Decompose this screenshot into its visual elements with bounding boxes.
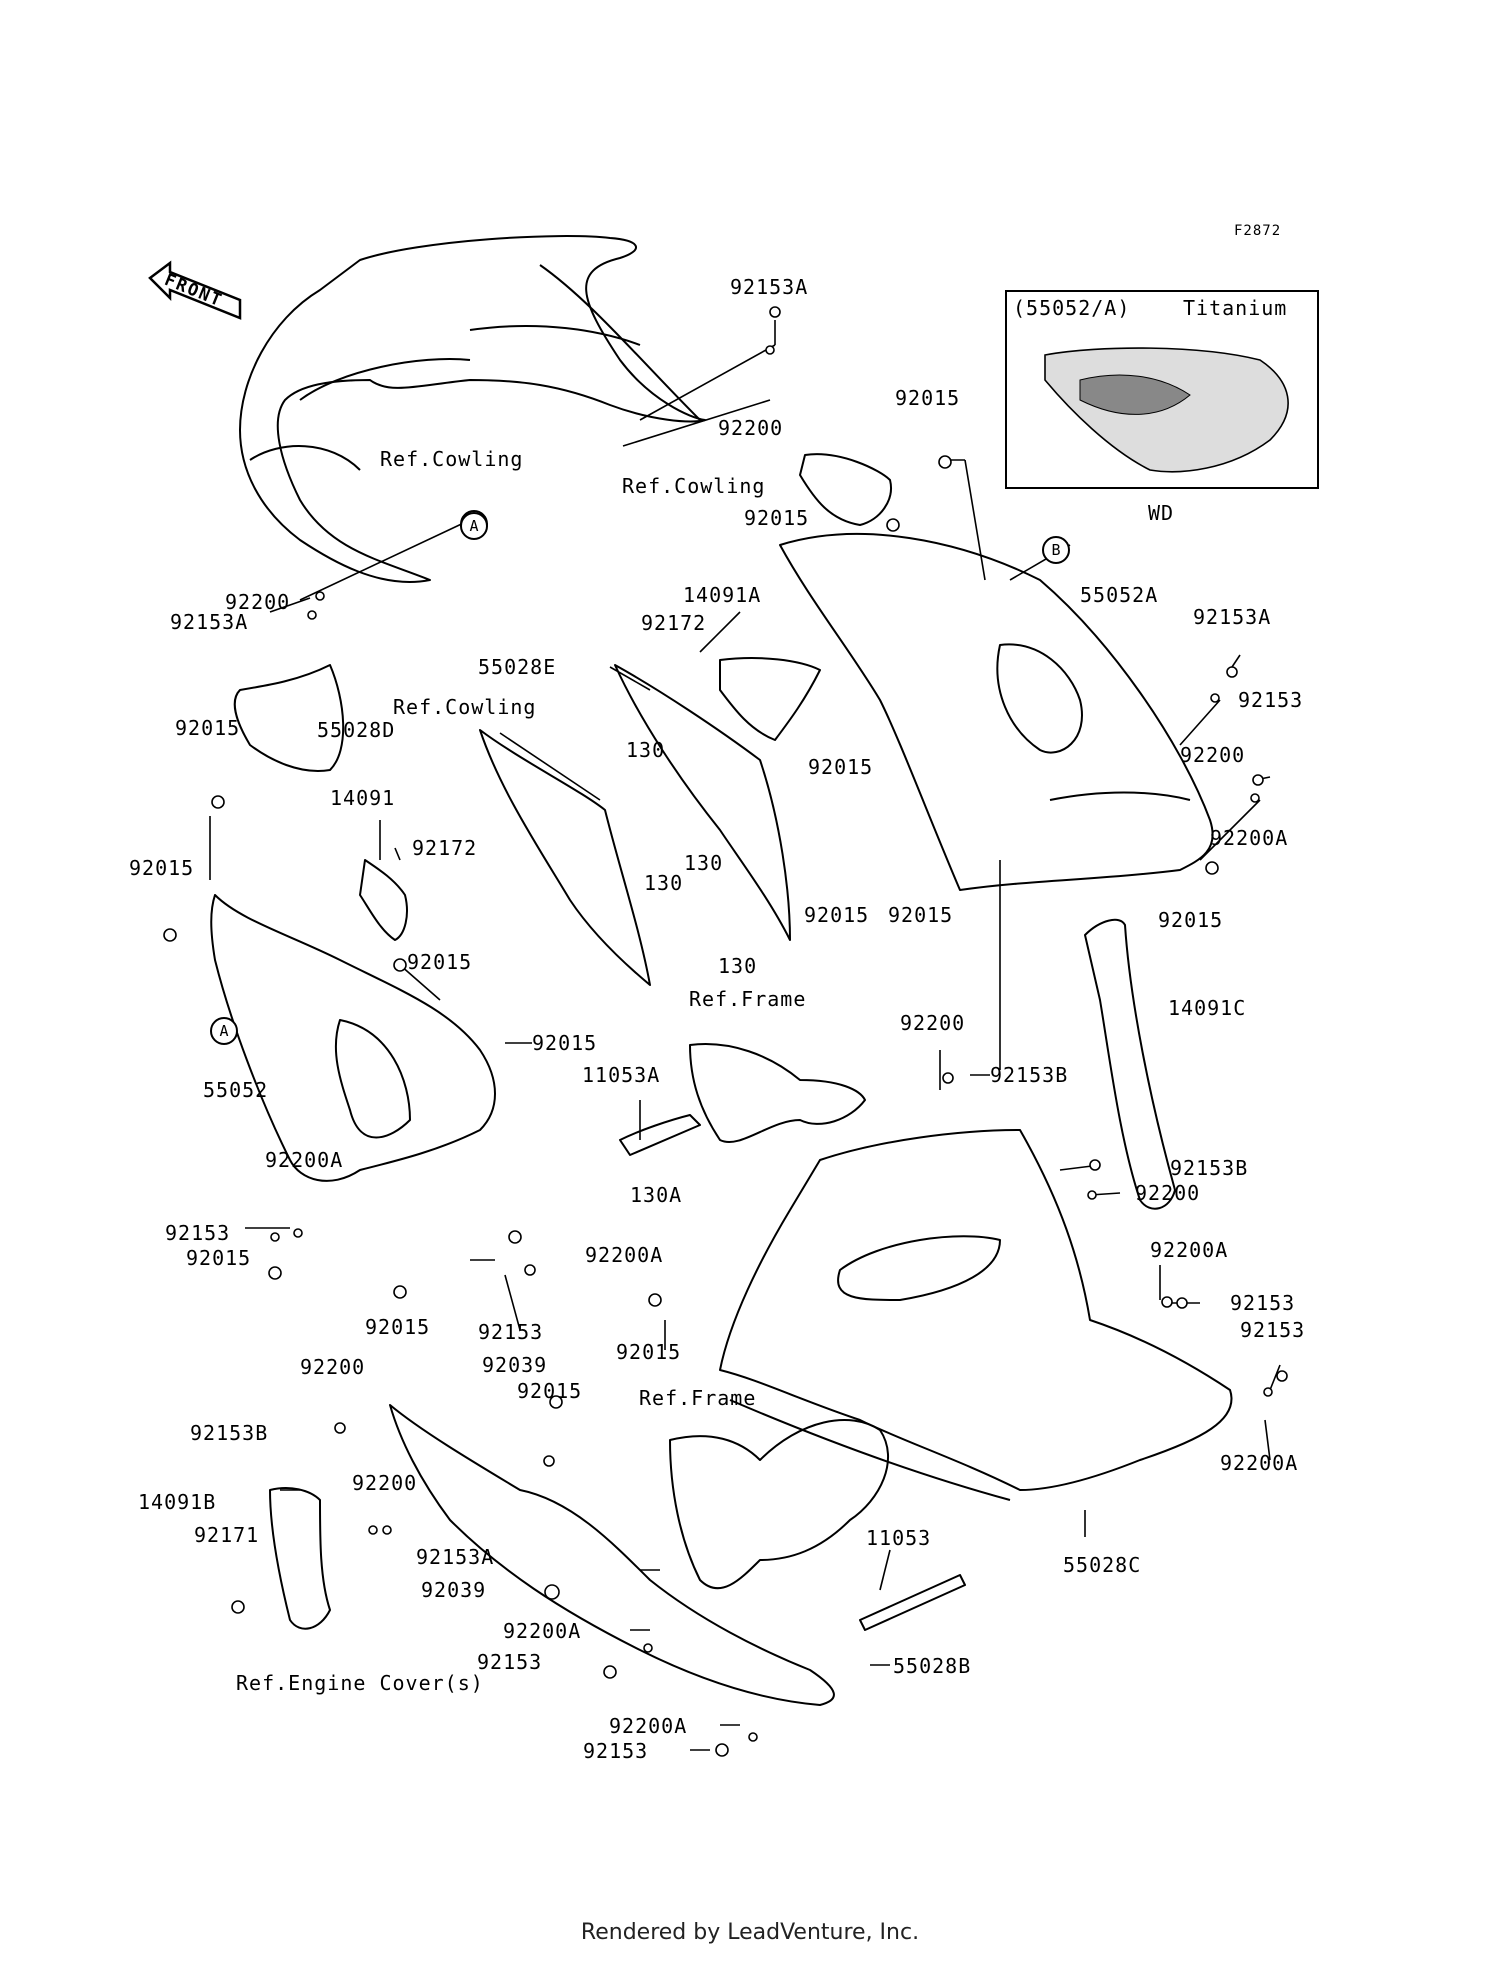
part-label: 130 — [718, 954, 758, 978]
panel-55028D — [479, 729, 651, 986]
ref-cowling-label-2: Ref.Cowling — [622, 474, 766, 498]
part-label: 92039 — [482, 1353, 548, 1377]
part-label: 92200A — [585, 1243, 664, 1267]
inner-panel-55028E — [614, 664, 791, 941]
ref-cowling-label-3: Ref.Cowling — [393, 695, 537, 719]
lower-panel-55028B — [389, 1404, 835, 1706]
part-label: 55028E — [478, 655, 557, 679]
ref-frame-label-1: Ref.Frame — [689, 987, 807, 1011]
part-label: 92015 — [186, 1246, 252, 1270]
ref-cowling-piece-right — [799, 453, 892, 526]
part-label: 92153A — [1193, 605, 1272, 629]
part-label: 92015 — [532, 1031, 598, 1055]
part-label: 92200 — [225, 590, 291, 614]
part-label: 92200 — [1135, 1181, 1201, 1205]
part-label: 14091A — [683, 583, 762, 607]
part-label: 92153 — [477, 1650, 543, 1674]
side-fairing-55052 — [210, 894, 496, 1182]
part-label: 92153A — [416, 1545, 495, 1569]
callout-b-right: B — [1042, 536, 1070, 564]
part-label: 130A — [630, 1183, 683, 1207]
bracket-14091A — [719, 657, 821, 741]
part-label: 92171 — [194, 1523, 260, 1547]
part-label: 92015 — [129, 856, 195, 880]
bracket-14091 — [359, 859, 408, 941]
part-label: 92015 — [744, 506, 810, 530]
ref-cowling-label-1: Ref.Cowling — [380, 447, 524, 471]
part-label: 92200A — [1150, 1238, 1229, 1262]
part-label: 92153 — [1240, 1318, 1306, 1342]
part-label: 14091C — [1168, 996, 1247, 1020]
figure-code: F2872 — [1234, 223, 1282, 239]
part-label: 92015 — [888, 903, 954, 927]
part-label: 92015 — [407, 950, 473, 974]
part-label: 92172 — [641, 611, 707, 635]
ref-frame-lower — [669, 1419, 890, 1590]
inset-wd-label: WD — [1148, 501, 1175, 525]
part-label: 92200A — [503, 1619, 582, 1643]
part-label: 92153B — [1170, 1156, 1249, 1180]
ref-frame-label-2: Ref.Frame — [639, 1386, 757, 1410]
bracket-14091B — [269, 1487, 331, 1630]
ref-frame-upper — [689, 1043, 866, 1143]
lower-fairing-55028C — [719, 1129, 1233, 1491]
side-fairing-55052A — [779, 532, 1214, 891]
part-label: 92015 — [895, 386, 961, 410]
front-arrow-icon — [148, 260, 242, 320]
part-label: 130 — [684, 851, 724, 875]
part-label: 92200A — [265, 1148, 344, 1172]
part-label: 92200 — [718, 416, 784, 440]
part-label: 92039 — [421, 1578, 487, 1602]
part-label: 92200A — [609, 1714, 688, 1738]
footer-credit: Rendered by LeadVenture, Inc. — [580, 1920, 920, 1945]
bracket-11053A — [619, 1114, 701, 1156]
part-label: 130 — [626, 738, 666, 762]
part-label: 92153B — [190, 1421, 269, 1445]
part-label: 92153A — [730, 275, 809, 299]
part-label: 11053A — [582, 1063, 661, 1087]
ref-engine-cover-label: Ref.Engine Cover(s) — [236, 1671, 484, 1695]
part-label: 92153 — [1230, 1291, 1296, 1315]
part-label: 92015 — [1158, 908, 1224, 932]
part-label: 55028B — [893, 1654, 972, 1678]
part-label: 92015 — [616, 1340, 682, 1364]
part-label: 55052A — [1080, 583, 1159, 607]
part-label: 92015 — [804, 903, 870, 927]
inset-top-label: (55052/A) — [1013, 296, 1131, 320]
part-label: 92200 — [1180, 743, 1246, 767]
part-label: 14091 — [330, 786, 396, 810]
part-label: 92153 — [583, 1739, 649, 1763]
part-label: 92015 — [517, 1379, 583, 1403]
part-label: 92153A — [170, 610, 249, 634]
inset-box — [1005, 290, 1319, 489]
part-label: 92153 — [165, 1221, 231, 1245]
part-label: 92200 — [352, 1471, 418, 1495]
ref-cowling-piece-left — [233, 664, 345, 772]
inset-titanium-label: Titanium — [1183, 296, 1288, 320]
part-label: 55052 — [203, 1078, 269, 1102]
part-label: 11053 — [866, 1526, 932, 1550]
part-label: 92015 — [175, 716, 241, 740]
part-label: 92200 — [300, 1355, 366, 1379]
part-label: 92200 — [900, 1011, 966, 1035]
bracket-14091C — [1084, 918, 1176, 1210]
part-label: 92200A — [1210, 826, 1289, 850]
part-label: 92200A — [1220, 1451, 1299, 1475]
callout-a-left: A — [210, 1017, 238, 1045]
part-label: 55028C — [1063, 1553, 1142, 1577]
part-label: 130 — [644, 871, 684, 895]
part-label: 92015 — [808, 755, 874, 779]
part-label: 92015 — [365, 1315, 431, 1339]
part-label: 92153 — [1238, 688, 1304, 712]
bar-11053 — [859, 1574, 966, 1631]
part-label: 92172 — [412, 836, 478, 860]
part-label: 14091B — [138, 1490, 217, 1514]
callout-a-top: A — [460, 512, 488, 540]
part-label: 55028D — [317, 718, 396, 742]
part-label: 92153 — [478, 1320, 544, 1344]
upper-cowling-shape — [239, 235, 706, 583]
part-label: 92153B — [990, 1063, 1069, 1087]
